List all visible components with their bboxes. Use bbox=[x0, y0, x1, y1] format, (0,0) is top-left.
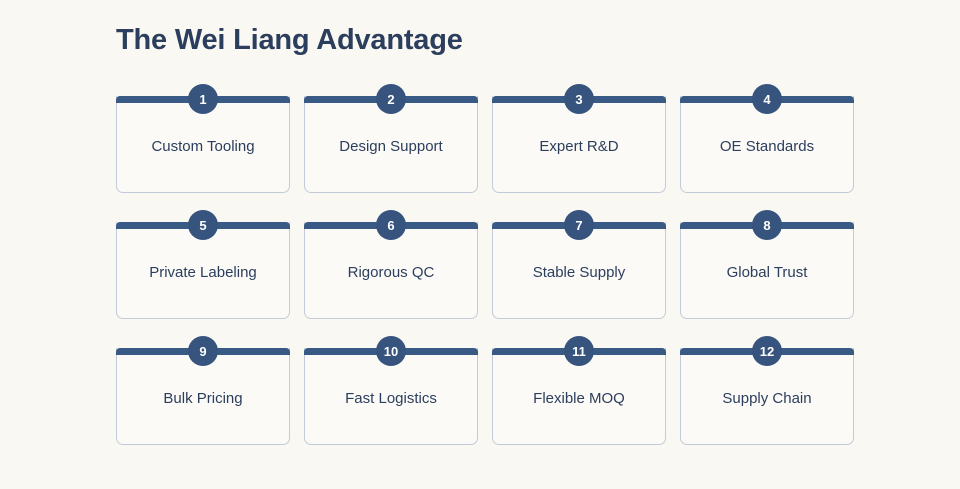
card-label: Fast Logistics bbox=[345, 390, 437, 407]
advantage-card[interactable]: 9 Bulk Pricing bbox=[116, 336, 290, 445]
advantage-card-grid: 1 Custom Tooling 2 Design Support 3 Expe… bbox=[116, 84, 854, 445]
card-label: Bulk Pricing bbox=[163, 390, 243, 407]
card-label: Private Labeling bbox=[149, 264, 257, 281]
advantage-card[interactable]: 5 Private Labeling bbox=[116, 210, 290, 319]
advantage-card[interactable]: 4 OE Standards bbox=[680, 84, 854, 193]
advantage-card[interactable]: 3 Expert R&D bbox=[492, 84, 666, 193]
card-label: Rigorous QC bbox=[347, 264, 435, 281]
advantage-card[interactable]: 6 Rigorous QC bbox=[304, 210, 478, 319]
card-number-badge: 4 bbox=[752, 84, 782, 114]
card-number-badge: 5 bbox=[188, 210, 218, 240]
card-label: Flexible MOQ bbox=[533, 390, 625, 407]
card-label: Global Trust bbox=[726, 264, 808, 281]
page-title: The Wei Liang Advantage bbox=[116, 24, 463, 56]
advantage-card[interactable]: 1 Custom Tooling bbox=[116, 84, 290, 193]
card-label: Expert R&D bbox=[539, 138, 619, 155]
card-number-badge: 1 bbox=[188, 84, 218, 114]
card-number-badge: 3 bbox=[564, 84, 594, 114]
advantage-card[interactable]: 11 Flexible MOQ bbox=[492, 336, 666, 445]
card-number-badge: 10 bbox=[376, 336, 406, 366]
advantage-card[interactable]: 10 Fast Logistics bbox=[304, 336, 478, 445]
card-label: Stable Supply bbox=[532, 264, 626, 281]
advantage-card[interactable]: 12 Supply Chain bbox=[680, 336, 854, 445]
card-label: Custom Tooling bbox=[151, 138, 255, 155]
advantage-card[interactable]: 8 Global Trust bbox=[680, 210, 854, 319]
card-number-badge: 9 bbox=[188, 336, 218, 366]
card-label: Design Support bbox=[339, 138, 443, 155]
card-number-badge: 2 bbox=[376, 84, 406, 114]
card-label: Supply Chain bbox=[722, 390, 812, 407]
card-number-badge: 7 bbox=[564, 210, 594, 240]
card-number-badge: 8 bbox=[752, 210, 782, 240]
card-label: OE Standards bbox=[719, 138, 815, 155]
advantage-card[interactable]: 7 Stable Supply bbox=[492, 210, 666, 319]
advantage-card[interactable]: 2 Design Support bbox=[304, 84, 478, 193]
card-number-badge: 6 bbox=[376, 210, 406, 240]
card-number-badge: 11 bbox=[564, 336, 594, 366]
card-number-badge: 12 bbox=[752, 336, 782, 366]
